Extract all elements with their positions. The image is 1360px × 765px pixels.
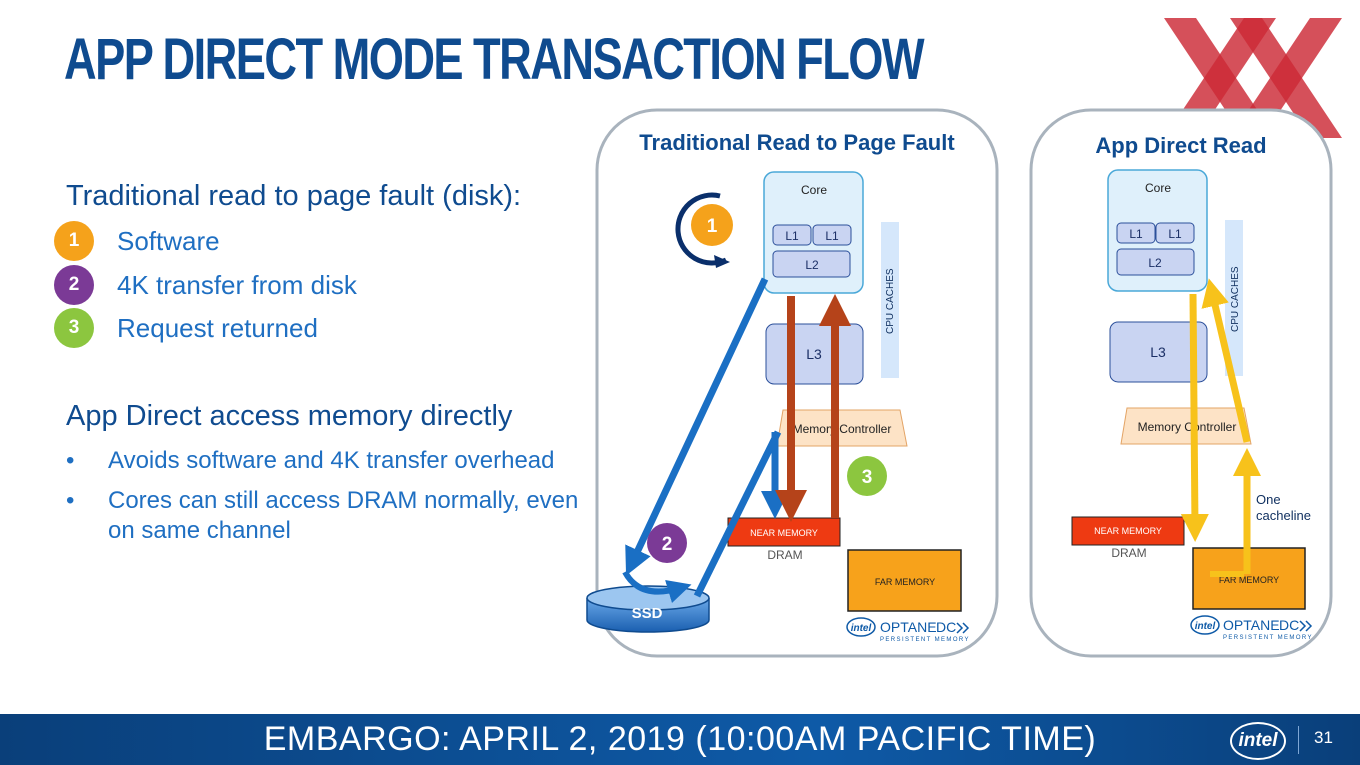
l2-label: L2 — [1148, 256, 1162, 270]
cpu-caches-band — [1225, 220, 1243, 376]
near-memory-label: NEAR MEMORY — [1094, 526, 1162, 536]
cpu-caches-band — [881, 222, 899, 378]
step-number-badge: 1 — [54, 221, 94, 261]
badge-number: 2 — [662, 534, 673, 555]
page-title: APP DIRECT MODE TRANSACTION FLOW — [64, 27, 925, 92]
bullet-text: Cores can still access DRAM normally, ev… — [108, 487, 579, 514]
step-badge-3 — [847, 456, 887, 496]
cacheline-note: One — [1256, 492, 1281, 507]
step-label: Request returned — [117, 312, 318, 343]
far-memory-box — [847, 549, 962, 612]
l1-cache-box — [1155, 222, 1195, 244]
embargo-notice: EMBARGO: APRIL 2, 2019 (10:00AM PACIFIC … — [263, 720, 1097, 758]
cacheline-note: cacheline — [1256, 508, 1311, 523]
cpu-caches-label: CPU CACHES — [1230, 266, 1241, 332]
intel-logo-icon: intel — [1230, 722, 1286, 760]
intel-logo-text: intel — [851, 623, 872, 634]
bullet-dot: • — [66, 487, 75, 514]
step-label: 4K transfer from disk — [117, 269, 357, 300]
intel-logo-icon — [1190, 615, 1220, 635]
chevron-right-icon — [1299, 620, 1313, 632]
l1-cache-box — [772, 224, 812, 246]
arrow-core-to-ssd — [625, 277, 769, 576]
l1-label: L1 — [1129, 227, 1143, 241]
l1-cache-box — [1116, 222, 1156, 244]
near-memory-label: NEAR MEMORY — [750, 528, 818, 538]
step-2: 2 4K transfer from disk — [54, 265, 357, 305]
badge-number: 3 — [862, 467, 873, 488]
core-label: Core — [1145, 181, 1171, 195]
transaction-flow-diagram: Traditional Read to Page Fault CPU CACHE… — [586, 108, 1333, 658]
panel-title: Traditional Read to Page Fault — [639, 130, 955, 155]
xx-mark-icon — [1164, 18, 1342, 138]
dc-text: DC — [1279, 617, 1299, 633]
dram-label: DRAM — [767, 548, 802, 562]
l3-label: L3 — [806, 346, 822, 362]
page-number: 31 — [1314, 728, 1333, 747]
panel-title: App Direct Read — [1095, 133, 1266, 158]
l1-label: L1 — [1168, 227, 1182, 241]
arrow-to-core — [1201, 278, 1251, 443]
bullet-text: Avoids software and 4K transfer overhead — [108, 447, 555, 474]
intel-logo-icon — [846, 617, 876, 637]
dc-text: DC — [936, 619, 956, 635]
section2-heading: App Direct access memory directly — [66, 400, 513, 432]
step-number-badge: 3 — [54, 308, 94, 348]
arrow-core-to-far-memory — [1180, 293, 1209, 542]
l1-label: L1 — [825, 229, 839, 243]
near-memory-box — [727, 517, 841, 547]
footer-bar: EMBARGO: APRIL 2, 2019 (10:00AM PACIFIC … — [0, 714, 1360, 765]
intel-logo-text: intel — [1195, 621, 1216, 632]
l3-label: L3 — [1150, 344, 1166, 360]
l2-cache-box — [772, 250, 851, 278]
chevron-right-icon — [956, 622, 970, 634]
memory-controller — [1120, 407, 1252, 445]
optane-text: OPTANE — [880, 619, 937, 635]
arrow-ssd-to-memory — [693, 430, 782, 598]
arrow-ssd-loop — [622, 570, 692, 603]
step-3: 3 Request returned — [54, 308, 318, 348]
step-badge-1 — [691, 204, 733, 246]
badge-number: 1 — [707, 216, 718, 237]
footer-divider — [1298, 726, 1299, 754]
optane-logo: intel OPTANE DC PERSISTENT MEMORY — [1190, 615, 1313, 641]
l2-cache-box — [1116, 248, 1195, 276]
section1-heading: Traditional read to page fault (disk): — [66, 180, 522, 212]
l1-cache-box — [812, 224, 852, 246]
step-badge-2 — [647, 523, 687, 563]
step-1: 1 Software — [54, 221, 220, 261]
l3-cache-box — [1109, 321, 1208, 383]
step-number-badge: 2 — [54, 265, 94, 305]
dram-label: DRAM — [1111, 546, 1146, 560]
ssd-label: SSD — [632, 605, 663, 622]
refresh-cycle-icon — [675, 192, 730, 268]
optane-subtitle: PERSISTENT MEMORY — [880, 637, 970, 643]
far-memory-label: FAR MEMORY — [1219, 575, 1279, 585]
memory-controller-label: Memory Controller — [793, 422, 892, 436]
optane-text: OPTANE — [1223, 617, 1280, 633]
step-label: Software — [117, 225, 220, 256]
l2-label: L2 — [805, 258, 819, 272]
optane-subtitle: PERSISTENT MEMORY — [1223, 635, 1313, 641]
core-label: Core — [801, 183, 827, 197]
bullet-dot: • — [66, 447, 75, 474]
bullet-text-continued: on same channel — [108, 517, 291, 544]
memory-controller-label: Memory Controller — [1138, 420, 1237, 434]
cpu-caches-label: CPU CACHES — [885, 268, 896, 334]
l1-label: L1 — [785, 229, 799, 243]
far-memory-label: FAR MEMORY — [875, 577, 935, 587]
optane-logo: intel OPTANE DC PERSISTENT MEMORY — [846, 617, 970, 643]
right-panel: App Direct Read CPU CACHES Core L1 L1 L2… — [1029, 108, 1333, 658]
left-panel: Traditional Read to Page Fault CPU CACHE… — [586, 108, 999, 658]
near-memory-box — [1071, 516, 1185, 546]
